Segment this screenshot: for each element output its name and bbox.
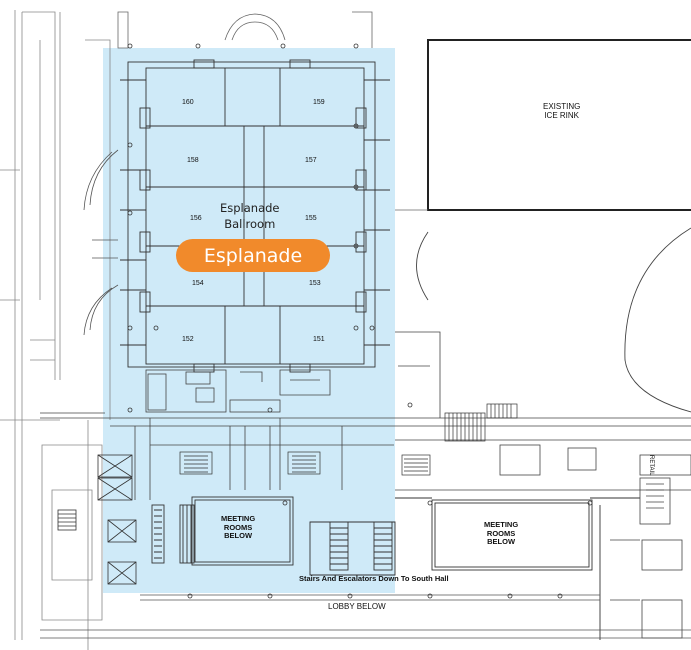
north-entry: [117, 11, 373, 49]
room-159[interactable]: 159: [313, 99, 325, 106]
ice-rink-label: EXISTING ICE RINK: [543, 102, 580, 120]
lower-level-rooms: [151, 496, 640, 640]
esplanade-location-marker[interactable]: Esplanade: [176, 239, 330, 272]
lobby-below-label: LOBBY BELOW: [328, 602, 386, 611]
room-158[interactable]: 158: [187, 157, 199, 164]
west-curved-stairs: [83, 149, 119, 336]
meeting-left-line2: ROOMS: [223, 522, 253, 532]
stairs-upper: [179, 403, 518, 476]
room-155[interactable]: 155: [305, 215, 317, 222]
room-156[interactable]: 156: [190, 215, 202, 222]
meeting-rooms-below-left: MEETING ROOMS BELOW: [221, 514, 256, 541]
west-wall-lines: [0, 10, 111, 650]
service-core: [145, 369, 331, 413]
ice-rink-label-line1: EXISTING: [543, 102, 581, 111]
south-edge: [40, 594, 691, 639]
room-152[interactable]: 152: [182, 336, 194, 343]
ice-rink-label-line2: ICE RINK: [544, 111, 579, 121]
stairs-escalators-label: Stairs And Escalators Down To South Hall: [299, 574, 449, 583]
ice-rink-area: [395, 39, 691, 413]
room-154[interactable]: 154: [192, 280, 204, 287]
meeting-right-line3: BELOW: [487, 537, 516, 547]
room-160[interactable]: 160: [182, 99, 194, 106]
east-rooms: [395, 331, 691, 639]
ballroom-title-line2: Ballroom: [224, 217, 276, 231]
retail-label: RETAIL: [648, 455, 654, 476]
ballroom-title: Esplanade Ballroom: [220, 200, 280, 232]
ballroom-title-line1: Esplanade: [220, 201, 280, 215]
meeting-rooms-below-right: MEETING ROOMS BELOW: [484, 520, 519, 547]
column-markers: [127, 43, 593, 599]
meeting-right-line2: ROOMS: [486, 528, 516, 538]
meeting-left-line3: BELOW: [224, 531, 253, 541]
meeting-right-line1: MEETING: [484, 520, 519, 529]
elevator-shafts: [57, 454, 137, 585]
room-153[interactable]: 153: [309, 280, 321, 287]
meeting-left-line1: MEETING: [221, 514, 256, 523]
esplanade-highlight: [103, 48, 395, 593]
room-151[interactable]: 151: [313, 336, 325, 343]
cross-corridor: [40, 412, 691, 500]
room-157[interactable]: 157: [305, 157, 317, 164]
